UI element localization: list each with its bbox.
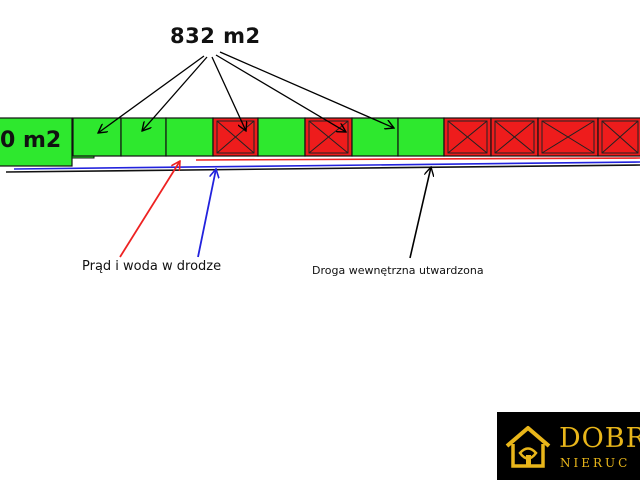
utility-arrow-blue xyxy=(197,169,216,258)
plot-available xyxy=(72,117,122,157)
area-arrow-4 xyxy=(215,54,346,132)
plot-row xyxy=(72,117,640,157)
road-label: Droga wewnętrzna utwardzona xyxy=(312,264,484,277)
plot-sold xyxy=(597,117,640,157)
plot-sold xyxy=(304,117,353,157)
plot-available xyxy=(257,117,306,157)
utilities-label: Prąd i woda w drodze xyxy=(82,259,222,274)
area-arrow-1 xyxy=(98,55,205,133)
company-logo: DOBR NIERUC xyxy=(497,412,640,480)
plot-available xyxy=(397,117,445,157)
area-label-main: 832 m2 xyxy=(170,24,261,48)
plot-available xyxy=(351,117,399,157)
logo-subtitle: NIERUC xyxy=(560,456,631,470)
plot-sold xyxy=(537,117,599,157)
logo-wordmark: DOBR xyxy=(559,423,640,454)
utility-line-red xyxy=(195,157,640,161)
plot-sold xyxy=(490,117,539,157)
plot-sold xyxy=(443,117,492,157)
utility-arrow-red xyxy=(119,161,180,258)
area-label-left: 0 m2 xyxy=(0,128,62,153)
utility-line-blue xyxy=(13,161,640,170)
area-arrow-3 xyxy=(211,56,246,131)
area-arrow-2 xyxy=(142,56,208,131)
plot-available xyxy=(165,117,214,157)
area-arrow-5 xyxy=(219,51,394,128)
road-arrow xyxy=(409,167,431,259)
house-logo-icon xyxy=(505,426,551,468)
plot-sold xyxy=(212,117,259,157)
plot-available xyxy=(120,117,167,157)
road-edge-line xyxy=(5,164,640,173)
